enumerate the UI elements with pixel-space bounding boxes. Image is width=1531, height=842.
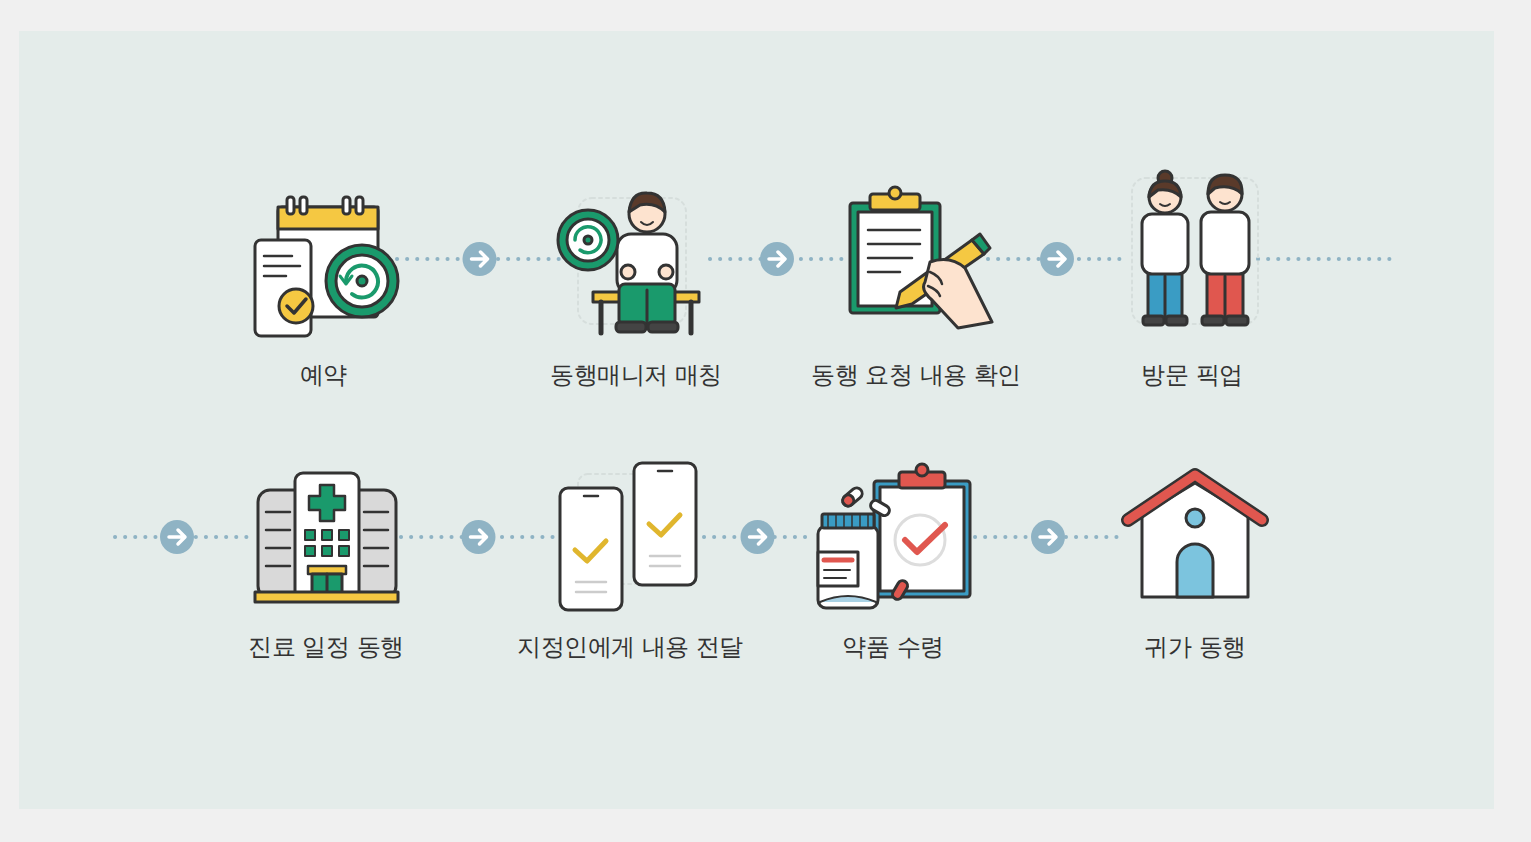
background-panel	[19, 31, 1494, 809]
medicine-icon	[818, 464, 970, 608]
step-label: 약품 수령	[842, 632, 943, 662]
icon-slot	[813, 455, 973, 632]
process-step: 예약	[243, 175, 403, 390]
step-label: 예약	[300, 360, 347, 390]
process-step: 지정인에게 내용 전달	[509, 455, 751, 662]
process-step: 약품 수령	[805, 455, 981, 662]
process-step: 진료 일정 동행	[240, 455, 411, 662]
flow-connector	[704, 520, 811, 554]
icon-slot	[251, 175, 395, 360]
icon-slot	[558, 455, 702, 632]
flow-connector	[397, 242, 562, 276]
icon-slot	[1123, 455, 1267, 632]
flow-connector	[975, 520, 1121, 554]
icon-slot	[1128, 175, 1256, 360]
step-label: 동행 요청 내용 확인	[811, 360, 1020, 390]
flow-connector	[710, 242, 844, 276]
hospital-icon	[255, 473, 398, 602]
icon-slot	[846, 175, 986, 360]
arrow-badge	[760, 242, 794, 276]
arrow-badge	[1031, 520, 1065, 554]
process-step: 동행 요청 내용 확인	[803, 175, 1028, 390]
step-label: 지정인에게 내용 전달	[517, 632, 743, 662]
reservation-icon	[255, 197, 398, 336]
clipboard-icon	[850, 187, 992, 328]
icon-slot	[564, 175, 708, 360]
icon-slot	[253, 455, 399, 632]
flow-connector	[401, 520, 556, 554]
step-label: 방문 픽업	[1141, 360, 1242, 390]
arrow-badge	[461, 520, 495, 554]
process-step: 방문 픽업	[1120, 175, 1264, 390]
matching-icon	[558, 193, 699, 333]
process-step: 동행매니저 매칭	[542, 175, 730, 390]
arrow-badge	[462, 242, 496, 276]
arrow-badge	[740, 520, 774, 554]
arrow-badge	[1040, 242, 1074, 276]
step-label: 진료 일정 동행	[248, 632, 403, 662]
process-step: 귀가 동행	[1115, 455, 1275, 662]
dotted-line	[1258, 257, 1390, 261]
people-icon	[1132, 171, 1258, 325]
phones-icon	[560, 463, 696, 610]
arrow-badge	[160, 520, 194, 554]
house-icon	[1128, 475, 1262, 597]
step-label: 동행매니저 매칭	[550, 360, 722, 390]
flow-connector	[988, 242, 1126, 276]
step-label: 귀가 동행	[1144, 632, 1245, 662]
